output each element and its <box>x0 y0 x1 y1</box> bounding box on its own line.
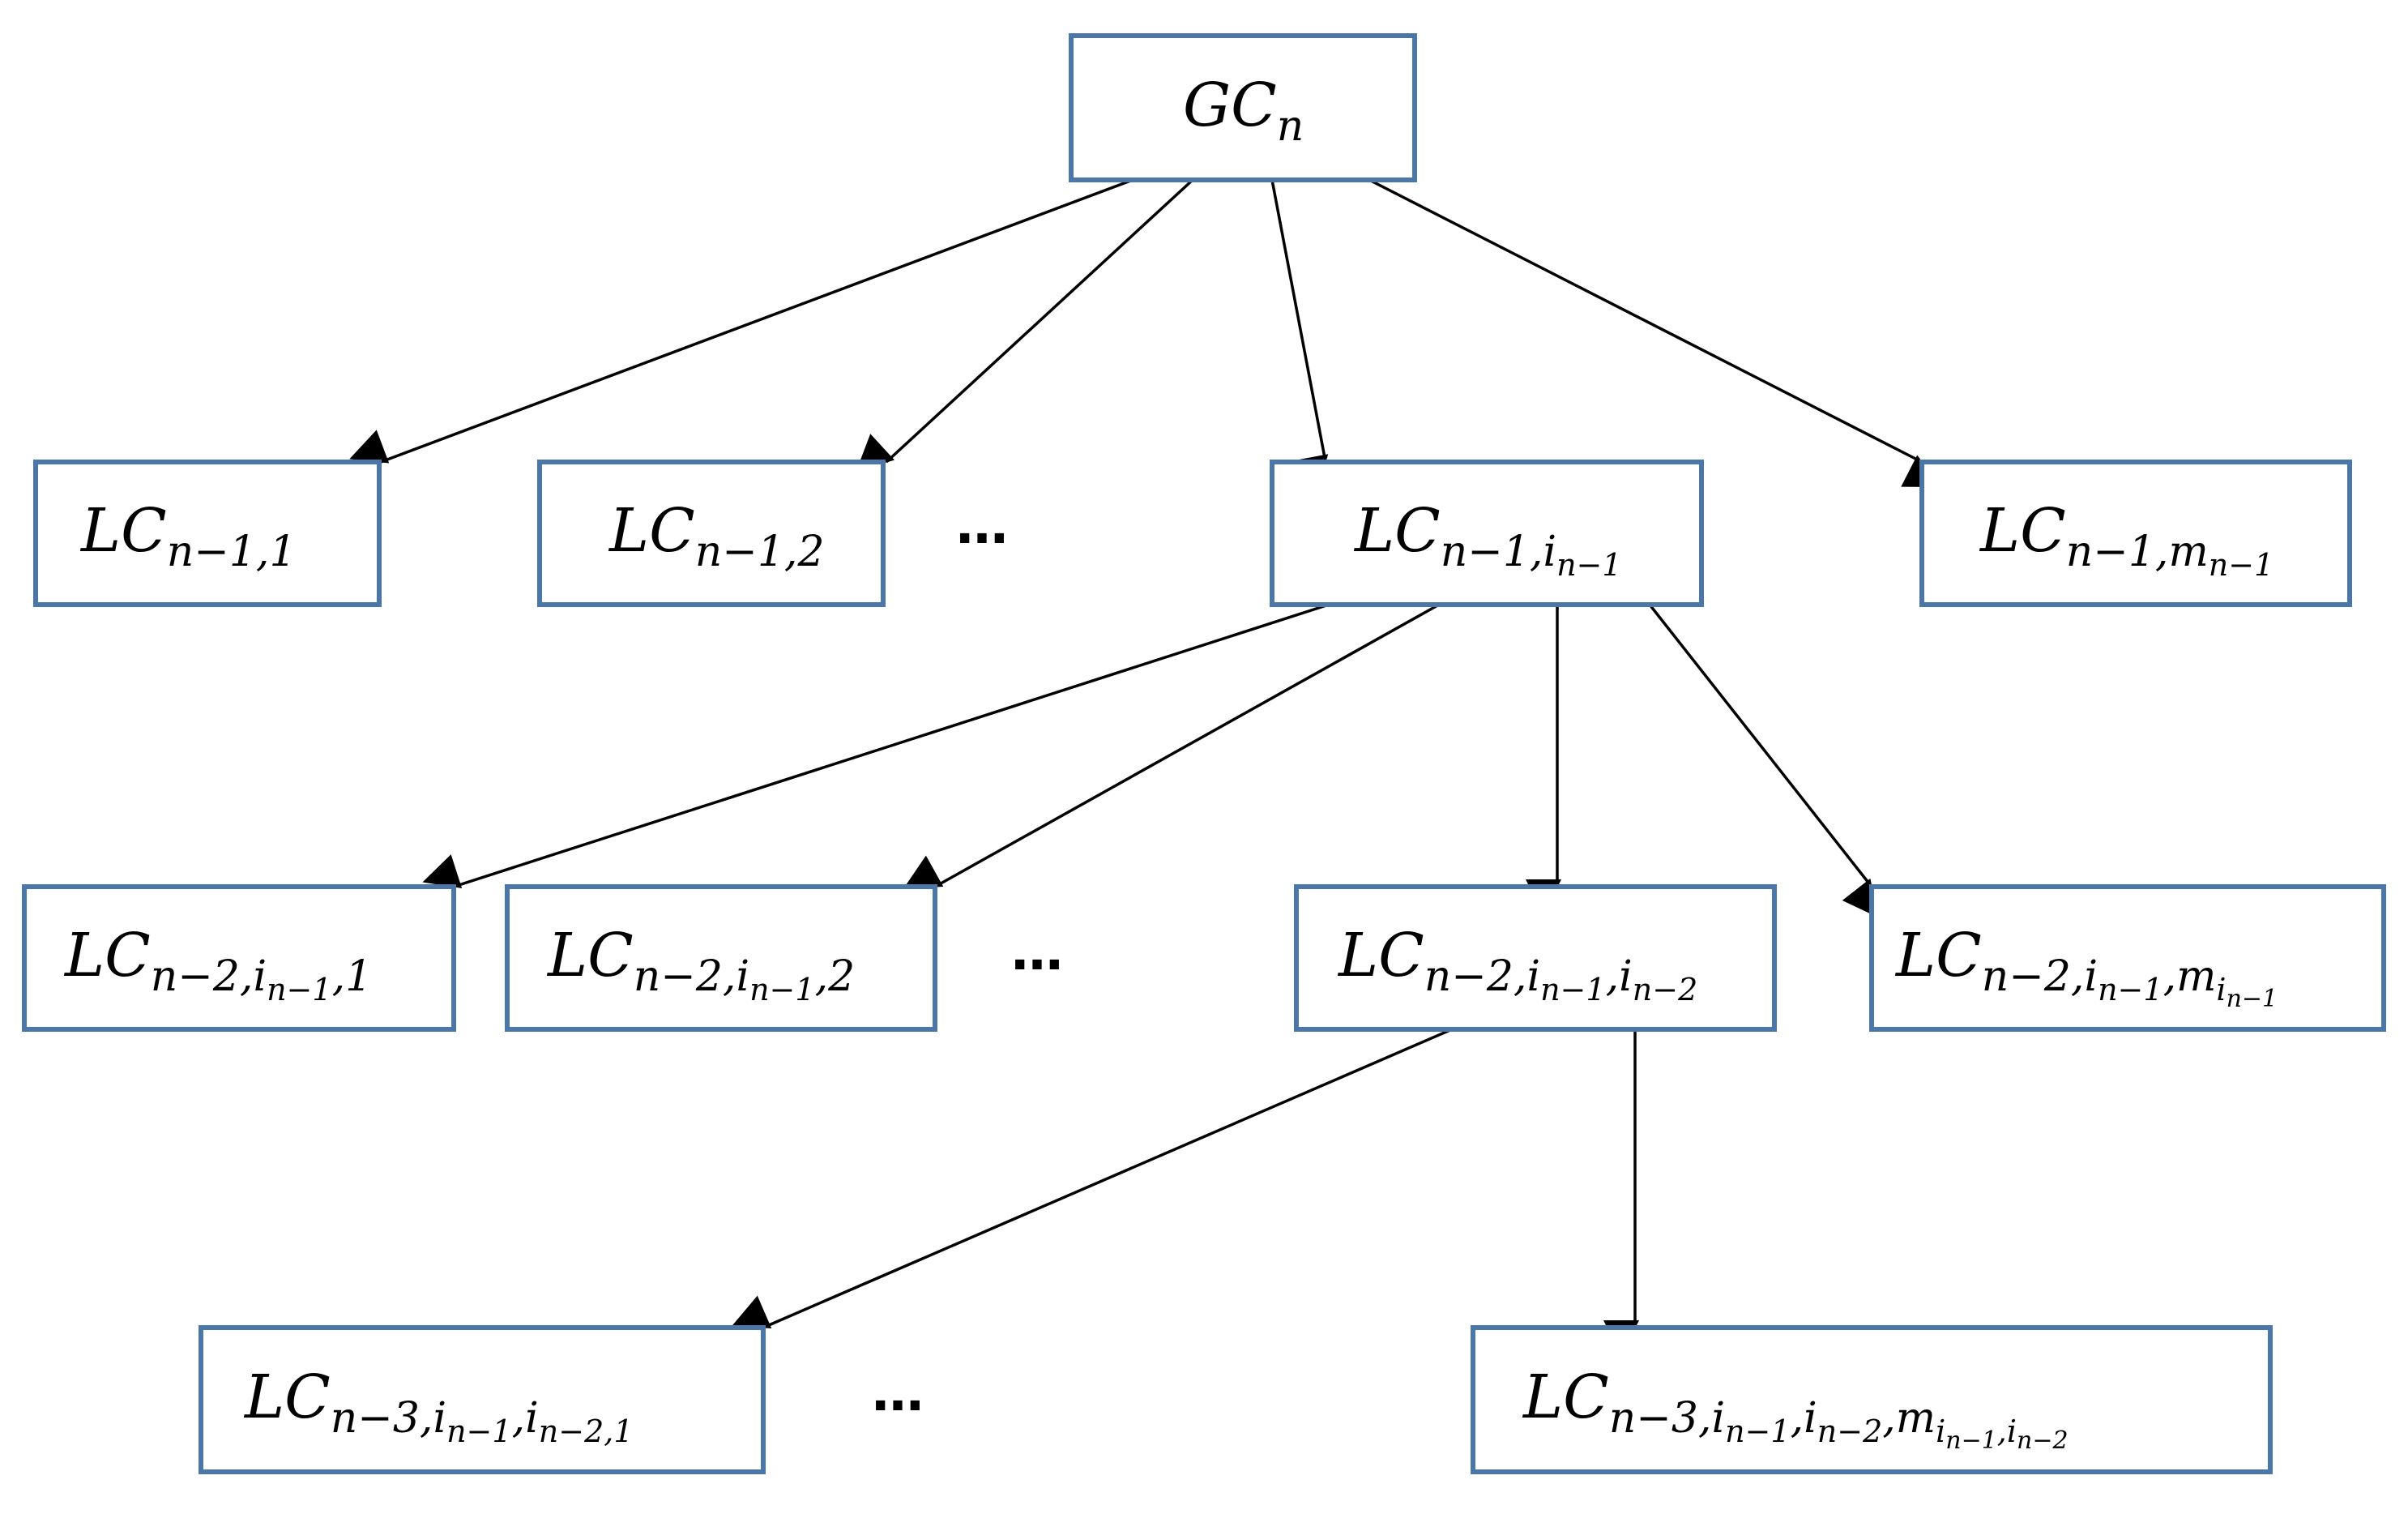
label-part-sub1: ,1 <box>332 952 373 1001</box>
edge-lc_n-2_i-to-lc_n-3_1 <box>732 1028 1453 1329</box>
label-part-sub2: i <box>1936 1413 1945 1449</box>
label-part-main: LC <box>1522 1362 1609 1432</box>
node-box <box>505 884 937 1032</box>
node-label: LCn−2,in−1,min−1 <box>1894 921 2278 1013</box>
node-box <box>33 460 382 607</box>
node-lc_n-1_m: LCn−1,mn−1 <box>1919 460 2352 607</box>
node-label: LCn−1,2 <box>608 496 825 576</box>
node-label: LCn−1,1 <box>79 496 297 576</box>
label-part-sub1: n−1,2 <box>695 528 825 576</box>
label-part-sub1: ,m <box>2163 952 2217 1001</box>
node-lc_n-2_m: LCn−2,in−1,min−1 <box>1869 884 2386 1032</box>
node-label: LCn−1,mn−1 <box>1979 496 2274 583</box>
label-part-sub1: n−2,i <box>1982 952 2098 1001</box>
node-label: LCn−2,in−1,in−2 <box>1337 921 1697 1007</box>
label-part-sub1: n−1,i <box>1441 528 1556 576</box>
label-part-main: LC <box>608 496 695 566</box>
edges-layer <box>349 178 1941 1357</box>
label-part-sub2: n−1 <box>1725 1413 1791 1449</box>
edge-gc_n-to-lc_n-1_1 <box>349 178 1134 464</box>
label-part-sub1: ,2 <box>815 952 856 1001</box>
node-box <box>199 1325 766 1474</box>
label-part-main: LC <box>1979 496 2066 566</box>
label-part-sub1: ,i <box>512 1394 539 1443</box>
node-box <box>1294 884 1777 1032</box>
node-lc_n-3_1: LCn−3,in−1,in−2,1 <box>199 1325 766 1474</box>
node-box <box>22 884 456 1032</box>
label-part-sub1: n−3,i <box>1609 1394 1725 1443</box>
label-part-sub1: n−2,i <box>1424 952 1540 1001</box>
node-label: LCn−2,in−1,2 <box>546 921 855 1007</box>
node-box <box>1069 33 1417 182</box>
node-lc_n-1_2: LCn−1,2 <box>537 460 886 607</box>
label-part-sub1: ,m <box>1882 1394 1936 1443</box>
node-lc_n-2_1: LCn−2,in−1,1 <box>22 884 456 1032</box>
label-part-main: LC <box>243 1362 331 1432</box>
label-part-sub3: n−2 <box>2017 1426 2069 1455</box>
label-part-sub3: n−1 <box>2227 985 2278 1013</box>
edge-gc_n-to-lc_n-1_2 <box>856 178 1194 472</box>
label-part-sub2: ,i <box>1997 1413 2017 1449</box>
edge-lc_n-1_i-to-lc_n-2_1 <box>422 603 1330 888</box>
edge-gc_n-to-lc_n-1_m <box>1368 178 1941 488</box>
node-box <box>1471 1325 2273 1474</box>
node-lc_n-2_2: LCn−2,in−1,2 <box>505 884 937 1032</box>
node-label: LCn−1,in−1 <box>1353 496 1622 583</box>
label-part-main: LC <box>1894 921 1982 990</box>
ellipsis-level-1: … <box>956 496 1008 556</box>
label-part-sub2: n−1 <box>2098 972 2163 1007</box>
node-box <box>537 460 886 607</box>
label-part-main: LC <box>1353 496 1441 566</box>
node-lc_n-3_m: LCn−3,in−1,in−2,min−1,in−2 <box>1471 1325 2273 1474</box>
label-part-sub2: n−1 <box>1556 547 1622 583</box>
label-part-sub2: n−1 <box>1540 972 1606 1007</box>
label-part-sub1: n−1,1 <box>167 528 297 576</box>
label-part-sub2: n−1 <box>446 1413 512 1449</box>
label-part-sub2: n−1 <box>2209 547 2274 583</box>
label-part-main: LC <box>1337 921 1424 990</box>
node-lc_n-1_i: LCn−1,in−1 <box>1270 460 1704 607</box>
node-lc_n-2_i: LCn−2,in−1,in−2 <box>1294 884 1777 1032</box>
label-part-sub2: n−2 <box>1817 1413 1883 1449</box>
node-label: LCn−2,in−1,1 <box>63 921 372 1007</box>
edge-gc_n-to-lc_n-1_i <box>1270 179 1329 493</box>
ellipsis-layer: … … … <box>872 496 1063 1423</box>
label-part-sub3: n−1 <box>1945 1426 1997 1455</box>
label-part-sub2: n−1 <box>267 972 332 1007</box>
label-part-sub1: n <box>1277 102 1304 151</box>
edge-lc_n-1_i-to-lc_n-2_m <box>1648 603 1879 918</box>
node-lc_n-1_1: LCn−1,1 <box>33 460 382 607</box>
label-part-main: LC <box>546 921 634 990</box>
node-label: LCn−3,in−1,in−2,min−1,in−2 <box>1522 1362 2069 1455</box>
node-box <box>1270 460 1704 607</box>
label-part-sub1: n−2,i <box>634 952 749 1001</box>
label-part-sub1: n−2,i <box>151 952 267 1001</box>
edge-lc_n-1_i-to-lc_n-2_2 <box>903 603 1440 889</box>
label-part-sub2: n−2,1 <box>539 1413 634 1449</box>
label-part-main: LC <box>79 496 167 566</box>
label-part-sub1: n−3,i <box>331 1394 446 1443</box>
ellipsis-level-2: … <box>1011 922 1063 982</box>
node-box <box>1869 884 2386 1032</box>
node-label: LCn−3,in−1,in−2,1 <box>243 1362 634 1449</box>
label-part-sub2: i <box>2216 972 2226 1007</box>
label-part-main: GC <box>1183 71 1277 140</box>
node-box <box>1919 460 2352 607</box>
node-gc_n: GCn <box>1069 33 1417 182</box>
label-part-sub1: ,i <box>1606 952 1633 1001</box>
ellipsis-level-3: … <box>872 1363 924 1423</box>
label-part-sub2: n−2 <box>1633 972 1698 1007</box>
label-part-sub2: n−1 <box>749 972 815 1007</box>
label-part-sub1: n−1,m <box>2066 528 2209 576</box>
label-part-main: LC <box>63 921 151 990</box>
node-label: GCn <box>1183 71 1304 151</box>
label-part-sub1: ,i <box>1791 1394 1817 1443</box>
